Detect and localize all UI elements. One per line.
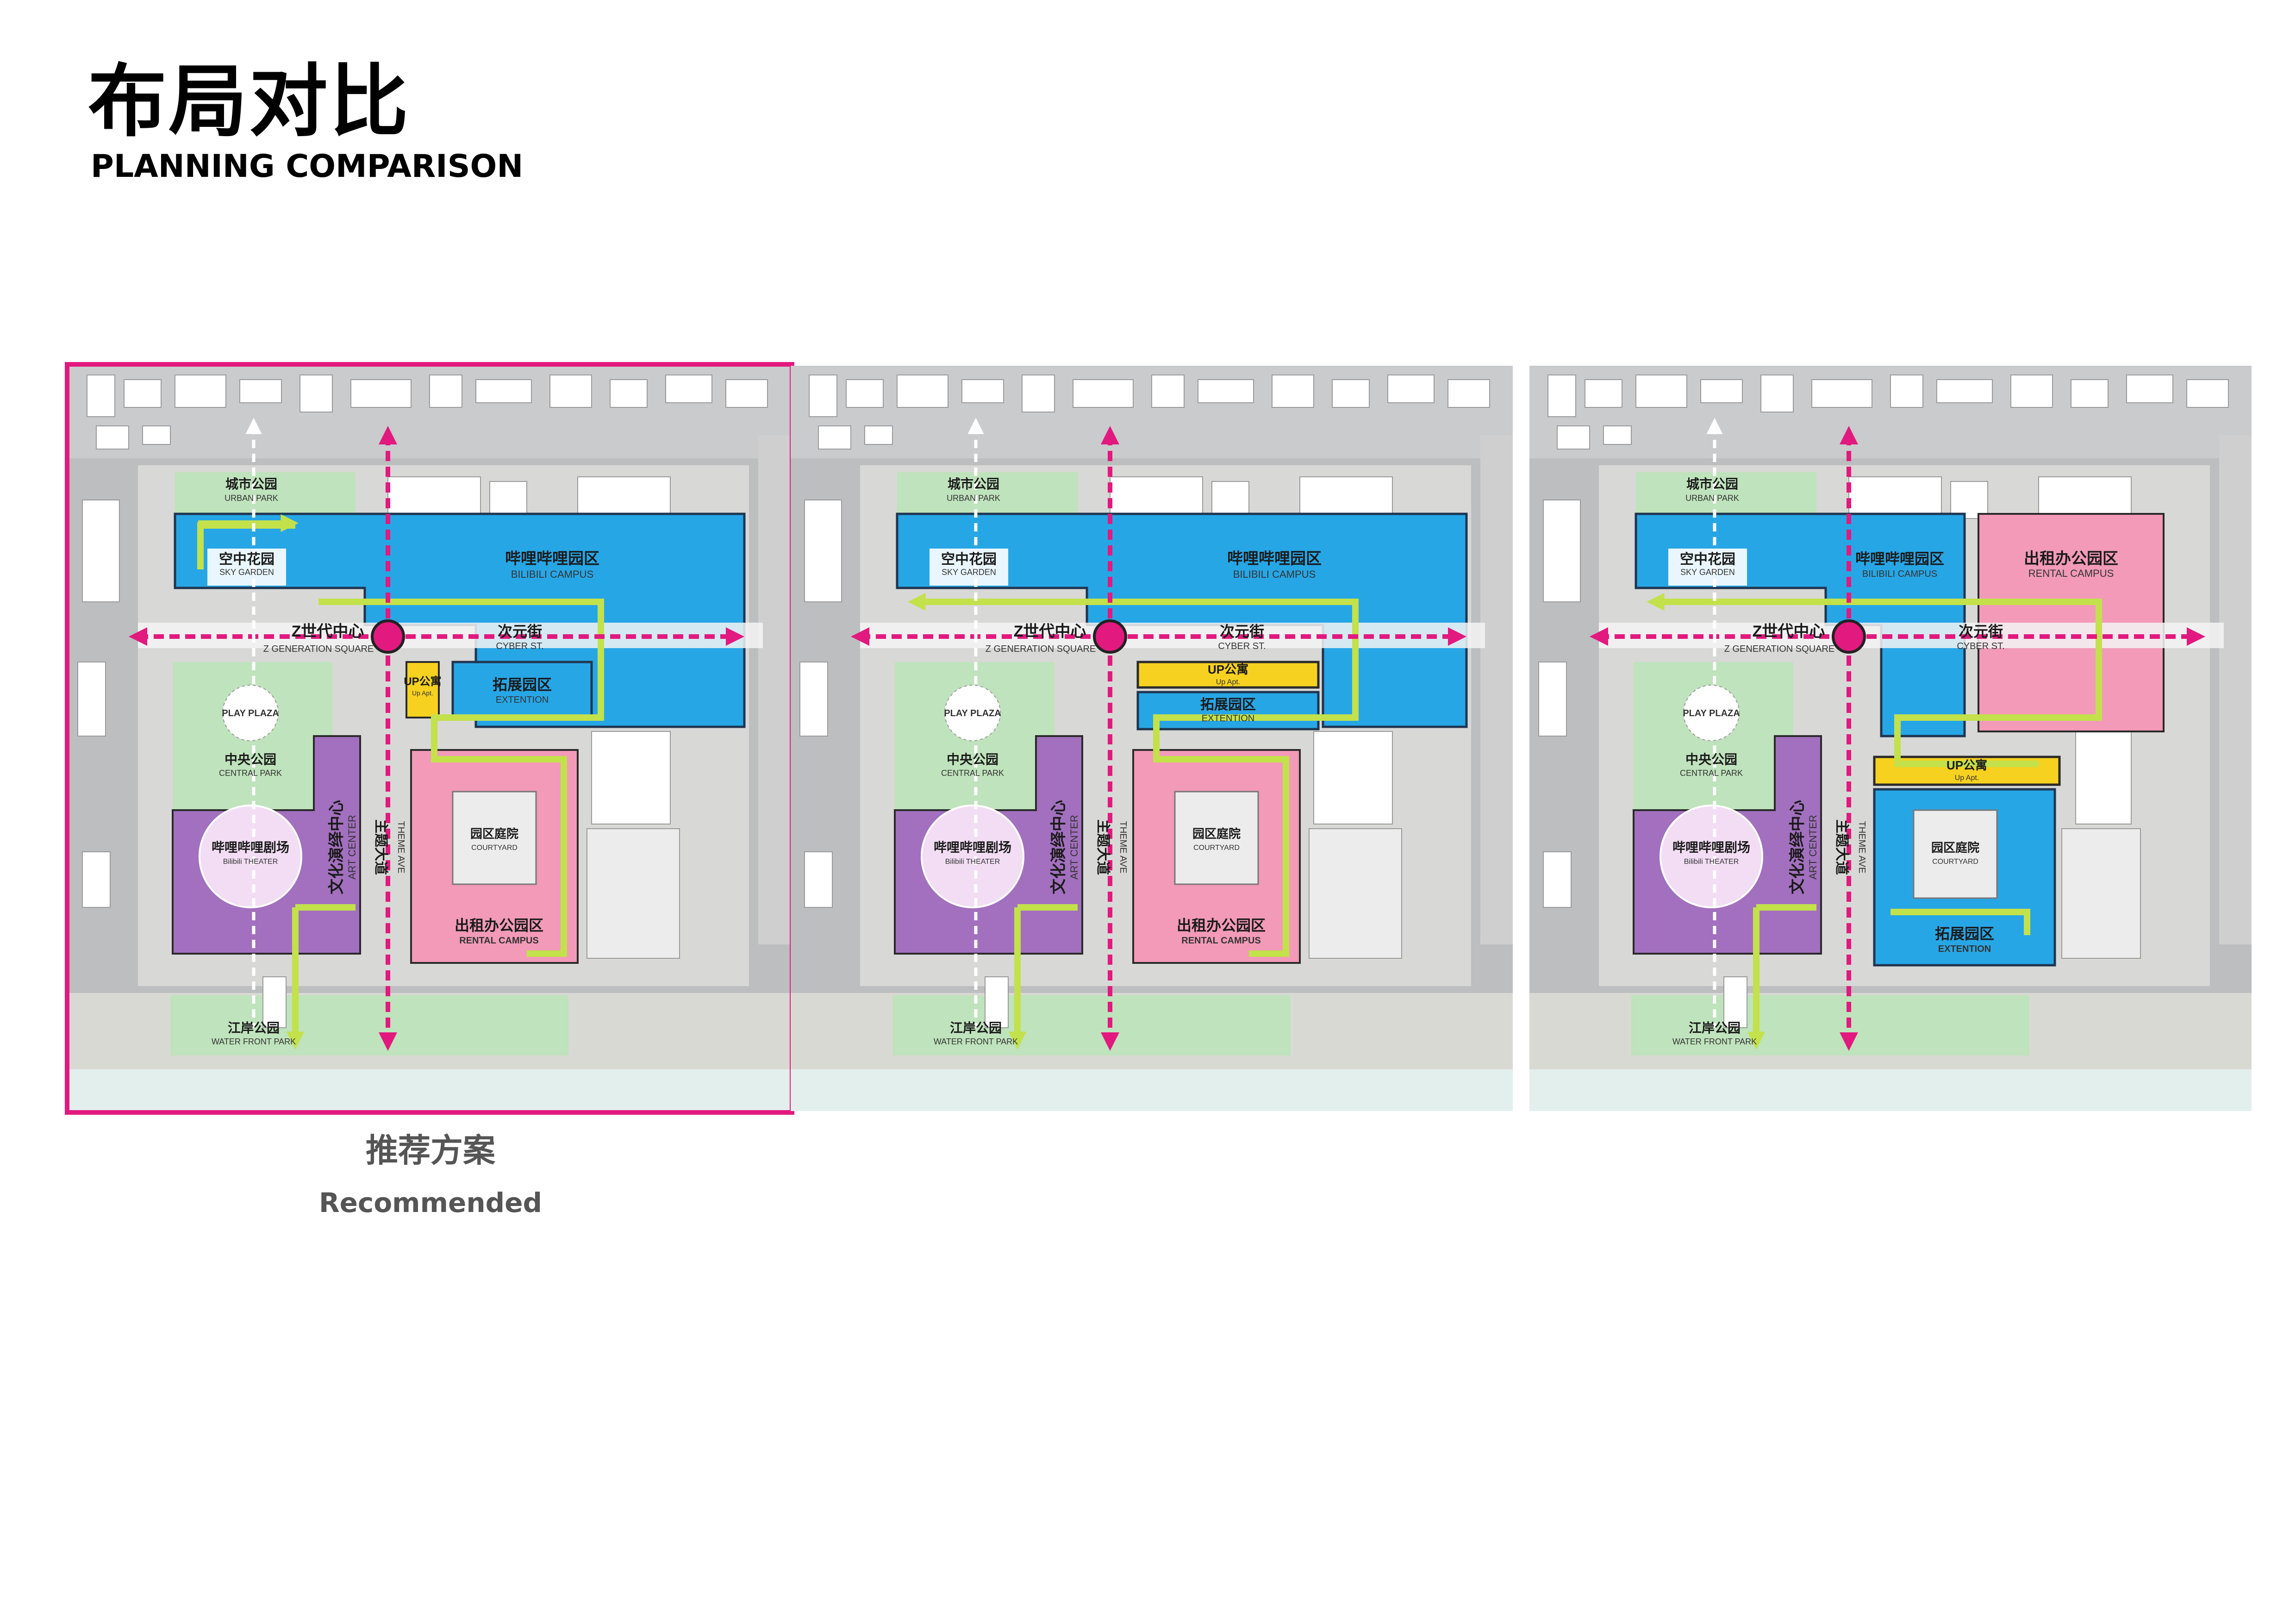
up-apt-sublabel: Up Apt.	[1955, 774, 1979, 782]
plan-option-1[interactable]: 城市公园 URBAN PARK 空中花园 SKY GARDEN 哔哩哔哩园区 B…	[65, 362, 794, 1115]
theater-label: 哔哩哔哩剧场	[934, 840, 1011, 855]
theme-ave-sublabel: THEME AVE	[1118, 821, 1128, 874]
rental-sublabel: RENTAL CAMPUS	[2028, 568, 2114, 579]
plan-option-2[interactable]: 城市公园 URBAN PARK 空中花园 SKY GARDEN 哔哩哔哩园区 B…	[791, 366, 1513, 1111]
cyber-st-label: 次元街	[1959, 623, 2003, 640]
cyber-st-sublabel: CYBER ST.	[1957, 641, 2004, 651]
sky-garden-label: 空中花园	[1680, 552, 1735, 567]
courtyard-sublabel: COURTYARD	[471, 844, 518, 852]
up-apt-label: UP公寓	[404, 675, 441, 688]
art-center-sublabel: ART CENTER	[1807, 815, 1819, 880]
z-generation-label: Z世代中心	[1014, 623, 1086, 640]
waterfront-sublabel: WATER FRONT PARK	[212, 1037, 296, 1046]
sky-garden-label: 空中花园	[941, 552, 997, 567]
recommended-label-en: Recommended	[318, 1187, 543, 1218]
up-apt-sublabel: Up Apt.	[1216, 678, 1240, 686]
courtyard-label: 园区庭院	[470, 827, 518, 841]
theme-ave-label: 主题大道	[1834, 819, 1849, 875]
play-plaza-label: PLAY PLAZA	[1683, 708, 1740, 718]
campus-sublabel: BILIBILI CAMPUS	[1862, 569, 1937, 579]
campus-sublabel: BILIBILI CAMPUS	[511, 568, 594, 580]
theme-ave-label: 主题大道	[373, 819, 388, 875]
waterfront-label: 江岸公园	[950, 1021, 1002, 1035]
cyber-st-label: 次元街	[1220, 623, 1264, 640]
page-subtitle: PLANNING COMPARISON	[91, 148, 524, 185]
waterfront-label: 江岸公园	[228, 1021, 280, 1035]
campus-label: 哔哩哔哩园区	[1855, 550, 1944, 567]
waterfront-label: 江岸公园	[1689, 1021, 1741, 1035]
courtyard-label: 园区庭院	[1192, 827, 1241, 841]
courtyard-label: 园区庭院	[1931, 841, 1979, 855]
up-apt-sublabel: Up Apt.	[412, 689, 433, 697]
rental-label: 出租办公园区	[2024, 550, 2118, 568]
cyber-st-label: 次元街	[498, 623, 542, 640]
cyber-st-sublabel: CYBER ST.	[496, 641, 543, 651]
sky-garden-label: 空中花园	[219, 552, 275, 567]
courtyard-sublabel: COURTYARD	[1193, 844, 1240, 852]
rental-sublabel: RENTAL CAMPUS	[1181, 936, 1260, 946]
urban-park-label: 城市公园	[1686, 476, 1738, 491]
central-park-sublabel: CENTRAL PARK	[219, 768, 282, 778]
central-park-label: 中央公园	[225, 752, 276, 767]
rental-sublabel: RENTAL CAMPUS	[459, 936, 538, 946]
z-generation-sublabel: Z GENERATION SQUARE	[1724, 644, 1835, 654]
theater-sublabel: Bilibili THEATER	[223, 858, 278, 866]
z-generation-sublabel: Z GENERATION SQUARE	[986, 644, 1096, 654]
sky-garden-sublabel: SKY GARDEN	[942, 568, 996, 577]
art-center-sublabel: ART CENTER	[1068, 815, 1080, 880]
waterfront-sublabel: WATER FRONT PARK	[1672, 1037, 1757, 1046]
campus-sublabel: BILIBILI CAMPUS	[1233, 568, 1316, 580]
theater-sublabel: Bilibili THEATER	[945, 858, 1000, 866]
urban-park-label: 城市公园	[225, 476, 277, 491]
art-center-sublabel: ART CENTER	[346, 815, 358, 880]
sky-garden-sublabel: SKY GARDEN	[219, 568, 274, 577]
z-generation-sublabel: Z GENERATION SQUARE	[263, 644, 374, 654]
theme-ave-label: 主题大道	[1095, 819, 1111, 875]
campus-label: 哔哩哔哩园区	[1227, 550, 1322, 568]
urban-park-label: 城市公园	[948, 476, 999, 491]
extension-sublabel: EXTENTION	[1202, 713, 1254, 724]
theater-label: 哔哩哔哩剧场	[212, 840, 289, 855]
play-plaza-label: PLAY PLAZA	[222, 708, 279, 718]
theme-ave-sublabel: THEME AVE	[1857, 821, 1867, 874]
art-center-label: 文化演绎中心	[1789, 800, 1806, 894]
plan-option-3[interactable]: 城市公园 URBAN PARK 空中花园 SKY GARDEN 哔哩哔哩园区 B…	[1529, 366, 2252, 1111]
theater-label: 哔哩哔哩剧场	[1672, 840, 1750, 855]
art-center-label: 文化演绎中心	[328, 800, 345, 894]
extension-label: 拓展园区	[493, 676, 552, 693]
courtyard-sublabel: COURTYARD	[1932, 858, 1978, 866]
theater-sublabel: Bilibili THEATER	[1684, 858, 1739, 866]
rental-label: 出租办公园区	[1177, 917, 1266, 934]
z-generation-label: Z世代中心	[292, 623, 364, 640]
urban-park-sublabel: URBAN PARK	[225, 493, 278, 503]
campus-label: 哔哩哔哩园区	[505, 550, 599, 568]
central-park-label: 中央公园	[1685, 752, 1737, 767]
extension-sublabel: EXTENTION	[1938, 944, 1991, 954]
recommended-label-cn: 推荐方案	[366, 1131, 495, 1169]
theme-ave-sublabel: THEME AVE	[396, 821, 406, 874]
extension-label: 拓展园区	[1200, 697, 1256, 712]
rental-label: 出租办公园区	[455, 917, 543, 934]
extension-label: 拓展园区	[1935, 925, 1994, 942]
sky-garden-sublabel: SKY GARDEN	[1680, 568, 1735, 577]
central-park-sublabel: CENTRAL PARK	[1680, 768, 1743, 778]
page-title: 布局对比	[88, 56, 411, 148]
cyber-st-sublabel: CYBER ST.	[1218, 641, 1266, 651]
extension-sublabel: EXTENTION	[496, 695, 549, 705]
z-generation-label: Z世代中心	[1753, 623, 1825, 640]
urban-park-sublabel: URBAN PARK	[947, 493, 1000, 503]
central-park-label: 中央公园	[947, 752, 998, 767]
central-park-sublabel: CENTRAL PARK	[941, 768, 1004, 778]
art-center-label: 文化演绎中心	[1050, 800, 1067, 894]
urban-park-sublabel: URBAN PARK	[1685, 493, 1739, 503]
play-plaza-label: PLAY PLAZA	[944, 708, 1001, 718]
up-apt-label: UP公寓	[1208, 662, 1248, 676]
waterfront-sublabel: WATER FRONT PARK	[934, 1037, 1018, 1046]
up-apt-label: UP公寓	[1947, 758, 1987, 772]
